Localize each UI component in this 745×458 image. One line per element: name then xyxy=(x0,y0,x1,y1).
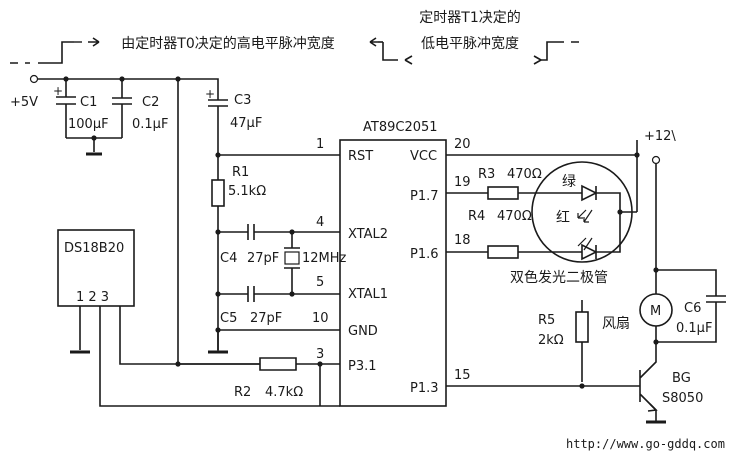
motor-symbol: M xyxy=(650,304,661,319)
svg-text:+: + xyxy=(205,87,215,101)
oscillator-network: C4 27pF 12MHz C5 27pF xyxy=(208,224,347,354)
pin-num-p31: 3 xyxy=(316,347,324,362)
capacitor-c1: + C1 100μF xyxy=(53,79,109,138)
pin-num-rst: 1 xyxy=(316,137,324,152)
r3-value: 470Ω xyxy=(507,167,542,182)
resistor-r1: R1 5.1kΩ xyxy=(211,152,340,232)
capacitor-c2: C2 0.1μF xyxy=(112,79,168,138)
pin-name-vcc: VCC xyxy=(410,149,437,164)
pin-name-xtal2: XTAL2 xyxy=(348,227,388,242)
r3-name: R3 xyxy=(478,167,495,182)
pin-num-xtal1: 5 xyxy=(316,275,324,290)
pin-num-gnd: 10 xyxy=(312,311,329,326)
pin-name-p31: P3.1 xyxy=(348,359,377,374)
resistor-r5: R5 2kΩ xyxy=(538,300,589,382)
low-pulse-label-line1: 定时器T1决定的 xyxy=(419,10,520,26)
low-pulse-label-line2: 低电平脉冲宽度 xyxy=(421,35,519,52)
c5-value: 27pF xyxy=(250,311,282,326)
pin-name-p17: P1.7 xyxy=(410,189,439,204)
c5-name: C5 xyxy=(220,311,237,326)
v5-label: +5V xyxy=(10,95,38,110)
r5-name: R5 xyxy=(538,313,555,328)
pin-num-p16: 18 xyxy=(454,233,471,248)
r2-name: R2 xyxy=(234,385,251,400)
v12-label: +12\ xyxy=(644,129,676,144)
fan-caption: 风扇 xyxy=(602,316,630,332)
r4-name: R4 xyxy=(468,209,485,224)
resistor-r3: R3 470Ω xyxy=(446,167,572,200)
timing-header: 由定时器T0决定的高电平脉冲宽度 定时器T1决定的 低电平脉冲宽度 xyxy=(10,10,585,65)
r1-name: R1 xyxy=(232,165,249,180)
pin-name-gnd: GND xyxy=(348,324,378,339)
supply-rail-12v: +12\ xyxy=(446,129,676,270)
bicolor-led: 绿 红 双色发光二极管 xyxy=(510,161,637,286)
pin-num-p17: 19 xyxy=(454,175,471,190)
r1-value: 5.1kΩ xyxy=(228,184,266,199)
pin-num-vcc: 20 xyxy=(454,137,471,152)
sensor-pins: 1 2 3 xyxy=(76,290,109,305)
supply-rail-5v: +5V xyxy=(10,74,219,110)
c2-name: C2 xyxy=(142,95,159,110)
c6-name: C6 xyxy=(684,301,701,316)
fan-motor: M 风扇 C6 0.1μF xyxy=(602,267,726,345)
sensor-name: DS18B20 xyxy=(64,241,124,256)
c2-value: 0.1μF xyxy=(132,117,168,132)
source-url: http://www.go-gddq.com xyxy=(566,437,725,451)
transistor-bg: BG S8050 xyxy=(446,342,703,424)
c4-name: C4 xyxy=(220,251,237,266)
high-pulse-label: 由定时器T0决定的高电平脉冲宽度 xyxy=(121,35,334,52)
transistor-type: S8050 xyxy=(662,391,703,406)
capacitor-c3: + C3 47μF xyxy=(205,87,262,155)
pin-num-xtal2: 4 xyxy=(316,215,324,230)
mcu-name: AT89C2051 xyxy=(363,120,438,135)
c1-value: 100μF xyxy=(68,117,109,132)
led-red-label: 红 xyxy=(556,210,570,226)
sensor-ds18b20: DS18B20 1 2 3 xyxy=(57,229,340,407)
resistor-r2: R2 4.7kΩ xyxy=(232,357,340,400)
pin-name-xtal1: XTAL1 xyxy=(348,287,388,302)
crystal-value: 12MHz xyxy=(302,251,347,266)
r4-value: 470Ω xyxy=(497,209,532,224)
pin-name-rst: RST xyxy=(348,149,373,164)
c6-value: 0.1μF xyxy=(676,321,712,336)
r2-value: 4.7kΩ xyxy=(265,385,303,400)
ground-1 xyxy=(66,135,122,156)
svg-text:+: + xyxy=(53,84,63,98)
pin-num-p13: 15 xyxy=(454,368,471,383)
transistor-name: BG xyxy=(672,371,691,386)
c3-value: 47μF xyxy=(230,116,262,131)
led-caption: 双色发光二极管 xyxy=(510,269,608,286)
pin-name-p16: P1.6 xyxy=(410,247,439,262)
resistor-r4: R4 470Ω xyxy=(446,209,572,259)
led-green-label: 绿 xyxy=(562,174,576,190)
c3-name: C3 xyxy=(234,93,251,108)
r5-value: 2kΩ xyxy=(538,333,564,348)
c4-value: 27pF xyxy=(247,251,279,266)
mcu-at89c2051: AT89C2051 1 RST 4 XTAL2 5 XTAL1 10 GND 3… xyxy=(312,120,471,407)
c1-name: C1 xyxy=(80,95,97,110)
pin-name-p13: P1.3 xyxy=(410,381,439,396)
